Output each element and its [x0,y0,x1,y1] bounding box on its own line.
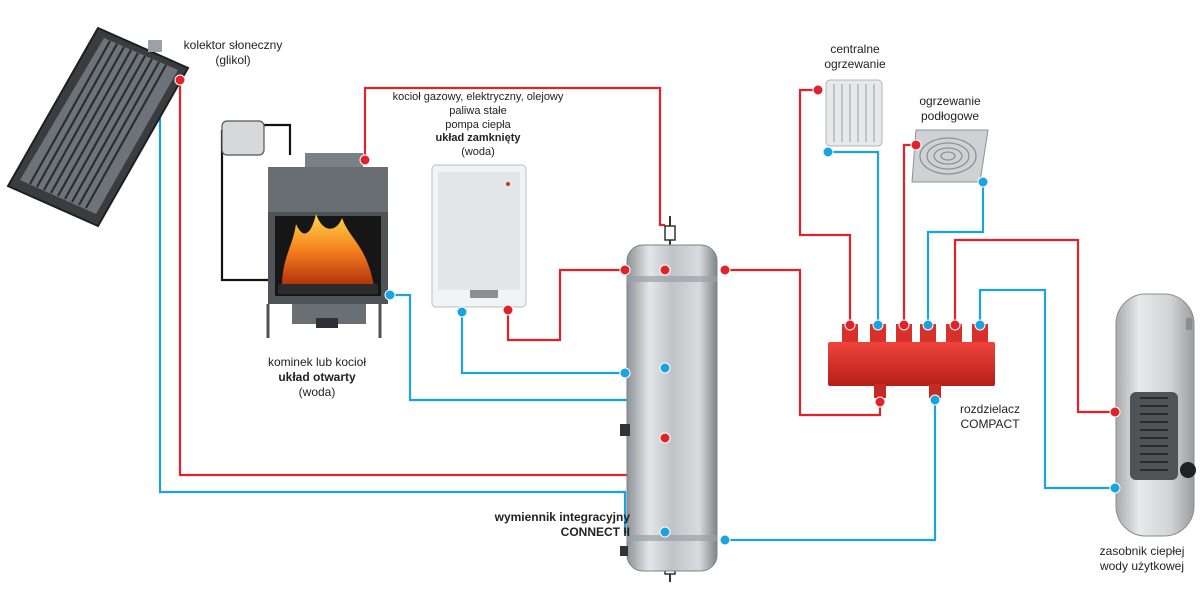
radiator-return-pipe [828,150,880,330]
hot-connection-dots [174,74,1121,444]
floor-heating-panel [911,129,989,183]
central-heating-label: centralne ogrzewanie [800,42,910,72]
dhw-return-pipe [978,288,1115,490]
boiler-label: kocioł gazowy, elektryczny, olejowy pali… [383,91,573,160]
fireplace-label-line3: (woda) [298,385,336,399]
dhw-tank [1115,293,1196,537]
boiler-label-line4: układ zamknięty [435,132,521,145]
boiler-label-line2: paliwa stałe [449,104,507,117]
central-heating-label-line1: centralne [830,42,880,56]
manifold-return-pipe [725,398,937,542]
solar-collector [6,26,190,228]
dhw-tank-label-line2: wody użytkowej [1099,559,1185,573]
fireplace-feed-pipe [363,86,665,227]
boiler-label-line1: kocioł gazowy, elektryczny, olejowy [392,91,564,103]
integration-exchanger [620,216,718,582]
exchanger-label-line2: CONNECT II [560,525,630,539]
manifold-label: rozdzielacz COMPACT [940,402,1040,432]
boiler-return-pipe [460,312,625,375]
floor-heating-label-line1: ogrzewanie [919,94,981,108]
compact-manifold [828,324,995,398]
boiler-label-line3: pompa ciepła [445,118,511,131]
fireplace-label-line2: układ otwarty [278,370,356,384]
dhw-tank-label: zasobnik ciepłej wody użytkowej [1086,544,1198,574]
collector-label: kolektor słoneczny (glikol) [168,38,298,68]
manifold-label-line1: rozdzielacz [959,402,1021,416]
central-heating-label-line2: ogrzewanie [824,57,886,71]
hot-pipes [178,80,1115,477]
collector-return-pipe [158,110,665,534]
gas-boiler [431,164,527,308]
fireplace-label: kominek lub kocioł układ otwarty (woda) [252,355,382,400]
manifold-label-line2: COMPACT [960,417,1020,431]
collector-label-line2: (glikol) [215,53,251,67]
boiler-feed-pipe [506,268,625,342]
dhw-tank-label-line1: zasobnik ciepłej [1099,544,1185,558]
boiler-label-line5: (woda) [461,146,495,158]
exchanger-to-manifold-pipe [725,268,882,417]
exchanger-label-line1: wymiennik integracyjny [494,510,630,524]
fireplace-return-pipe [390,293,667,402]
fireplace [220,120,388,338]
floor-heating-label-line2: podłogowe [920,109,980,123]
fireplace-label-line1: kominek lub kocioł [267,355,367,369]
exchanger-label: wymiennik integracyjny CONNECT II [450,510,630,540]
floor-heating-label: ogrzewanie podłogowe [895,94,1005,124]
radiator-feed-pipe [798,88,852,330]
cold-connection-dots [384,146,1121,546]
floor-return-pipe [926,182,985,330]
radiator [825,79,883,147]
collector-label-line1: kolektor słoneczny [183,38,283,52]
dhw-feed-pipe [953,238,1115,414]
expansion-vessel [221,120,265,156]
